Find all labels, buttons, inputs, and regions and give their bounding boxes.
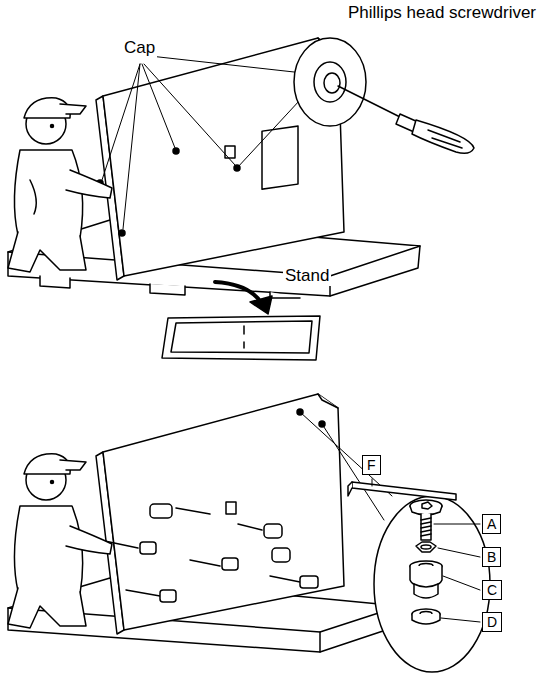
person-figure (8, 454, 112, 628)
part-leaders (372, 479, 480, 622)
tv-back (96, 394, 344, 634)
hex-key (348, 482, 456, 500)
zoom-detail (374, 496, 490, 672)
part-label: Stand (283, 266, 331, 286)
zoom-detail (294, 38, 474, 153)
callout-letter-box: C (482, 580, 502, 600)
screw-assemblies (100, 409, 325, 602)
callout-letter: F (367, 457, 376, 473)
part-label: Cap (122, 38, 157, 58)
leader-lines (102, 56, 312, 229)
leader-lines (300, 412, 392, 520)
callout-letter: D (487, 614, 497, 630)
direction-arrow (215, 282, 272, 314)
callout-letter: C (487, 582, 497, 598)
callout-letter-box: A (482, 514, 501, 534)
callout-letter-box: B (482, 547, 501, 567)
callout-letter: B (487, 549, 496, 565)
callout-letter: A (487, 516, 496, 532)
stand-part (162, 316, 320, 360)
callout-letter-box: D (482, 612, 502, 632)
tool-label: Phillips head screwdriver (346, 3, 538, 23)
person-figure (8, 98, 112, 272)
callout-letter-box: F (362, 455, 381, 475)
